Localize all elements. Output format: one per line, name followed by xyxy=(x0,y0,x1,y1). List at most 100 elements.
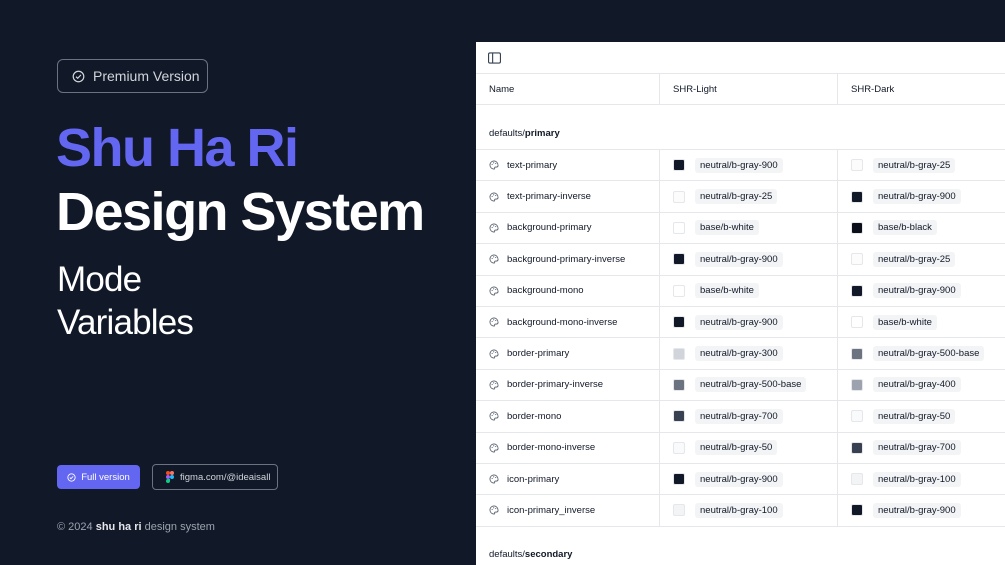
dark-alias-chip: neutral/b-gray-500-base xyxy=(873,346,985,362)
dark-color-swatch xyxy=(851,347,863,360)
palette-icon xyxy=(489,506,499,515)
light-alias-chip: neutral/b-gray-25 xyxy=(695,189,778,205)
dark-value-cell[interactable]: neutral/b-gray-700 xyxy=(837,432,1005,463)
variable-name-cell[interactable]: background-primary-inverse xyxy=(476,244,659,274)
table-row[interactable]: background-mono base/b-white neutral/b-gra… xyxy=(476,275,1005,307)
figma-link-button[interactable]: figma.com/@ideaisall xyxy=(152,464,278,490)
full-version-label: Full version xyxy=(81,471,130,483)
variable-name: border-primary xyxy=(507,348,570,360)
light-alias-chip: neutral/b-gray-900 xyxy=(695,251,783,267)
dark-value-cell[interactable]: neutral/b-gray-100 xyxy=(837,463,1005,495)
variable-name-cell[interactable]: background-primary xyxy=(476,213,659,243)
dark-value-cell[interactable]: base/b-black xyxy=(837,212,1005,244)
dark-value-cell[interactable]: base/b-white xyxy=(837,306,1005,338)
column-header-shr-dark[interactable]: SHR-Dark xyxy=(837,74,1005,104)
variable-name-cell[interactable]: background-mono-inverse xyxy=(476,307,659,337)
variable-name: background-mono xyxy=(507,285,584,297)
dark-alias-chip: neutral/b-gray-900 xyxy=(873,283,961,299)
check-circle-icon xyxy=(72,70,85,82)
variable-name-cell[interactable]: text-primary-inverse xyxy=(476,181,659,211)
light-value-cell[interactable]: neutral/b-gray-100 xyxy=(659,495,837,526)
table-row[interactable]: text-primary-inverse neutral/b-gray-25 neu… xyxy=(476,181,1005,213)
hero-subtitle: Mode Variables xyxy=(57,258,194,344)
variable-name-cell[interactable]: border-mono-inverse xyxy=(476,433,659,463)
light-alias-chip: neutral/b-gray-50 xyxy=(695,440,778,456)
light-value-cell[interactable]: neutral/b-gray-50 xyxy=(659,432,837,463)
dark-color-swatch xyxy=(851,473,863,486)
variable-name-cell[interactable]: icon-primary_inverse xyxy=(476,495,659,525)
dark-color-swatch xyxy=(851,221,863,234)
group-header-primary[interactable]: defaults/primary xyxy=(476,105,1005,150)
dark-color-swatch xyxy=(851,253,863,266)
light-alias-chip: neutral/b-gray-100 xyxy=(695,502,783,518)
palette-icon xyxy=(489,160,499,170)
table-row[interactable]: border-primary-inverse neutral/b-gray-500… xyxy=(476,369,1005,402)
dark-value-cell[interactable]: neutral/b-gray-900 xyxy=(837,275,1005,306)
table-row[interactable]: border-primary neutral/b-gray-300 neutral/… xyxy=(476,338,1005,370)
dark-color-swatch xyxy=(851,504,863,517)
palette-icon xyxy=(489,411,499,421)
palette-icon xyxy=(489,443,499,453)
column-header-name[interactable]: Name xyxy=(489,83,515,95)
light-value-cell[interactable]: neutral/b-gray-900 xyxy=(659,244,837,275)
light-value-cell[interactable]: neutral/b-gray-700 xyxy=(659,401,837,432)
palette-icon xyxy=(489,223,499,233)
dark-alias-chip: neutral/b-gray-100 xyxy=(873,471,961,487)
light-value-cell[interactable]: neutral/b-gray-900 xyxy=(659,150,837,181)
palette-icon xyxy=(489,192,499,202)
dark-value-cell[interactable]: neutral/b-gray-900 xyxy=(837,495,1005,526)
dark-value-cell[interactable]: neutral/b-gray-500-base xyxy=(837,338,1005,369)
light-color-swatch xyxy=(673,159,685,172)
table-row[interactable]: icon-primary neutral/b-gray-900 neutral/b-… xyxy=(476,463,1005,496)
light-value-cell[interactable]: base/b-white xyxy=(659,212,837,244)
variable-name-cell[interactable]: background-mono xyxy=(476,276,659,306)
light-value-cell[interactable]: neutral/b-gray-300 xyxy=(659,338,837,369)
hero-subtitle-line1: Mode xyxy=(57,260,142,299)
table-header: Name SHR-Light SHR-Dark xyxy=(476,74,1005,105)
table-row[interactable]: background-mono-inverse neutral/b-gray-90… xyxy=(476,306,1005,339)
variable-name-cell[interactable]: border-primary xyxy=(476,338,659,368)
full-version-button[interactable]: Full version xyxy=(57,465,140,489)
light-alias-chip: neutral/b-gray-500-base xyxy=(695,377,807,393)
variable-name-cell[interactable]: border-primary-inverse xyxy=(476,370,659,400)
dark-value-cell[interactable]: neutral/b-gray-25 xyxy=(837,150,1005,181)
light-alias-chip: neutral/b-gray-300 xyxy=(695,346,783,362)
dark-value-cell[interactable]: neutral/b-gray-900 xyxy=(837,181,1005,212)
table-row[interactable]: icon-primary_inverse neutral/b-gray-100 ne… xyxy=(476,495,1005,527)
dark-value-cell[interactable]: neutral/b-gray-50 xyxy=(837,401,1005,432)
variable-name: text-primary-inverse xyxy=(507,191,591,203)
light-value-cell[interactable]: neutral/b-gray-25 xyxy=(659,181,837,212)
light-value-cell[interactable]: base/b-white xyxy=(659,275,837,306)
table-row[interactable]: background-primary-inverse neutral/b-gray… xyxy=(476,244,1005,276)
light-color-swatch xyxy=(673,473,685,486)
check-circle-icon xyxy=(67,472,76,482)
variable-name-cell[interactable]: icon-primary xyxy=(476,464,659,494)
dark-alias-chip: base/b-white xyxy=(873,314,937,330)
variable-name: border-primary-inverse xyxy=(507,379,604,391)
variable-name-cell[interactable]: border-mono xyxy=(476,401,659,431)
light-color-swatch xyxy=(673,410,685,423)
variable-name: background-mono-inverse xyxy=(507,316,618,328)
light-value-cell[interactable]: neutral/b-gray-900 xyxy=(659,463,837,495)
table-row[interactable]: border-mono-inverse neutral/b-gray-50 neut… xyxy=(476,432,1005,464)
light-alias-chip: neutral/b-gray-900 xyxy=(695,314,783,330)
sidebar-toggle-icon[interactable] xyxy=(488,51,501,64)
dark-value-cell[interactable]: neutral/b-gray-25 xyxy=(837,244,1005,275)
light-value-cell[interactable]: neutral/b-gray-500-base xyxy=(659,369,837,401)
variable-name: icon-primary xyxy=(507,473,560,485)
dark-color-swatch xyxy=(851,410,863,423)
footer-copyright: © 2024 shu ha ri design system xyxy=(57,521,215,533)
variable-name-cell[interactable]: text-primary xyxy=(476,150,659,180)
dark-color-swatch xyxy=(851,316,863,329)
premium-version-badge[interactable]: Premium Version xyxy=(57,59,208,93)
dark-value-cell[interactable]: neutral/b-gray-400 xyxy=(837,369,1005,401)
column-header-shr-light[interactable]: SHR-Light xyxy=(659,74,837,104)
light-value-cell[interactable]: neutral/b-gray-900 xyxy=(659,306,837,338)
group-header-secondary[interactable]: defaults/secondary xyxy=(489,549,573,561)
light-color-swatch xyxy=(673,378,685,391)
dark-alias-chip: neutral/b-gray-25 xyxy=(873,251,956,267)
variable-name: border-mono-inverse xyxy=(507,442,596,454)
